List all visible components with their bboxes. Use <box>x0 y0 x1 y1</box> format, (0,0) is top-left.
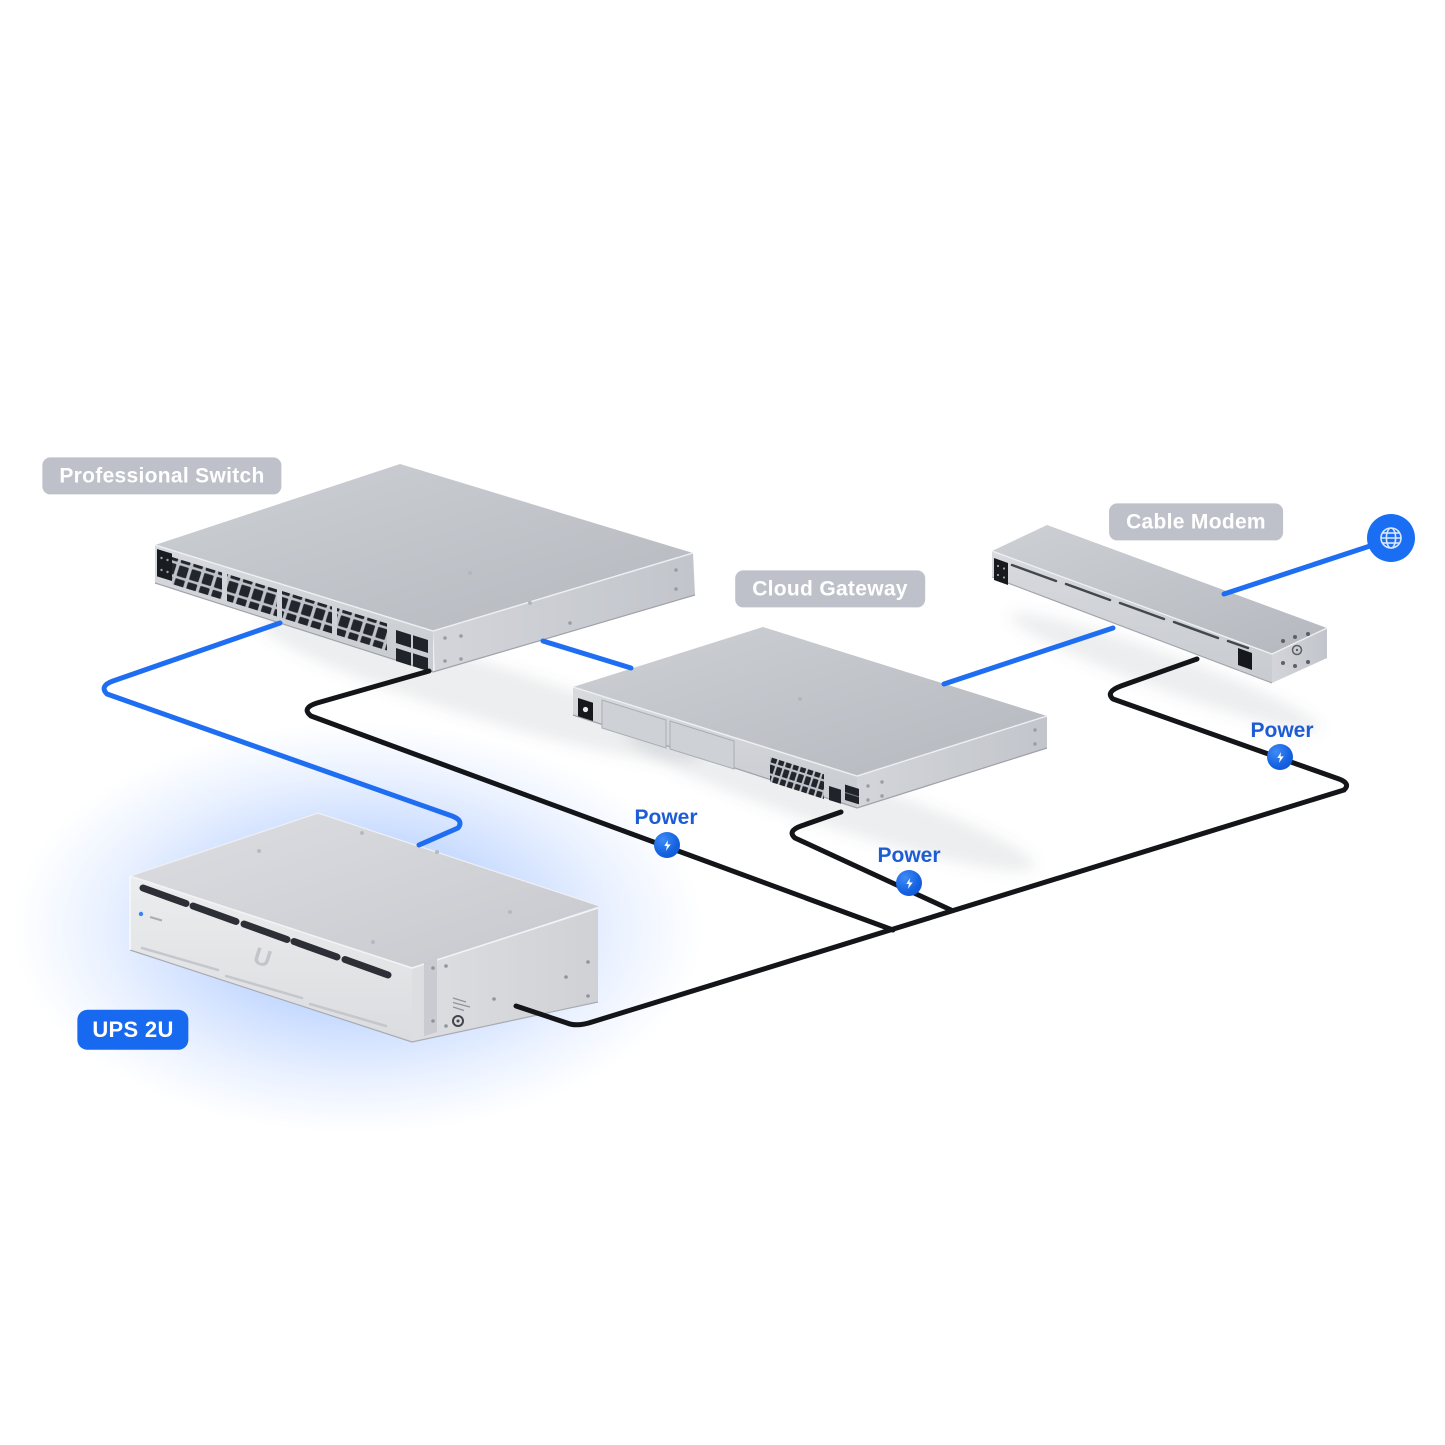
gateway-screws <box>798 697 1037 802</box>
ups-2u-device: U <box>129 812 601 1043</box>
power-cable-trunk-modem-to-ups <box>513 656 1350 1028</box>
switch-sfp-ports <box>396 630 428 671</box>
power-badge-modem <box>1267 744 1293 770</box>
modem-left-panel <box>994 558 1008 585</box>
network-cable-switch-to-ups <box>101 620 463 848</box>
professional-switch-label: Professional Switch <box>42 457 282 495</box>
gateway-drive-bays <box>601 699 735 770</box>
network-cable-gateway-to-modem <box>941 625 1116 687</box>
network-cable-switch-to-gateway <box>540 638 634 671</box>
power-label-switch: Power <box>634 806 698 829</box>
cloud-gateway-device <box>572 627 1048 809</box>
cable-modem-label: Cable Modem <box>1109 503 1283 541</box>
ups-top-face <box>130 813 600 968</box>
ups-power-connector <box>452 1015 464 1027</box>
gateway-side-face <box>857 716 1047 808</box>
switch-port-groups <box>172 557 387 651</box>
switch-screws <box>443 568 678 663</box>
power-cable-gateway <box>789 809 954 913</box>
modem-end-face <box>1272 628 1327 683</box>
gateway-ports <box>770 757 860 805</box>
modem-vent-slots <box>1010 563 1250 650</box>
ups-front-face <box>130 876 412 1042</box>
ups-front-seams <box>140 946 388 1028</box>
cloud-gateway-label: Cloud Gateway <box>735 570 925 608</box>
cable-modem-device <box>991 525 1328 684</box>
power-label-modem: Power <box>1250 719 1314 742</box>
power-cable-switch <box>304 668 896 933</box>
modem-front-face <box>992 551 1272 683</box>
gateway-top-face <box>573 627 1047 776</box>
ups-corner-pillar <box>424 957 437 1037</box>
ups-side-label <box>452 997 471 1012</box>
power-badge-switch <box>654 832 680 858</box>
modem-rj45-port <box>1238 648 1252 670</box>
globe-icon <box>1380 527 1402 549</box>
cables <box>101 543 1373 1028</box>
network-cable-modem-to-internet <box>1221 543 1373 597</box>
lightning-bolt-icon <box>1276 751 1284 763</box>
ups-status-led <box>138 911 163 922</box>
ups-2u-label: UPS 2U <box>77 1009 189 1051</box>
modem-end-holes <box>1281 632 1310 668</box>
power-label-gateway: Power <box>877 844 941 867</box>
gateway-power-inlet <box>578 698 593 721</box>
switch-left-panel <box>157 549 172 581</box>
internet-globe-icon <box>1367 514 1415 562</box>
switch-top-face <box>155 464 693 631</box>
lightning-bolt-icon <box>905 877 913 889</box>
ups-vent-grilles <box>139 884 392 979</box>
switch-side-face <box>433 553 695 672</box>
power-badge-gateway <box>896 870 922 896</box>
ups-screws <box>257 831 590 1028</box>
professional-switch-device <box>154 464 696 673</box>
modem-top-face <box>992 525 1327 654</box>
lightning-bolt-icon <box>663 839 671 851</box>
